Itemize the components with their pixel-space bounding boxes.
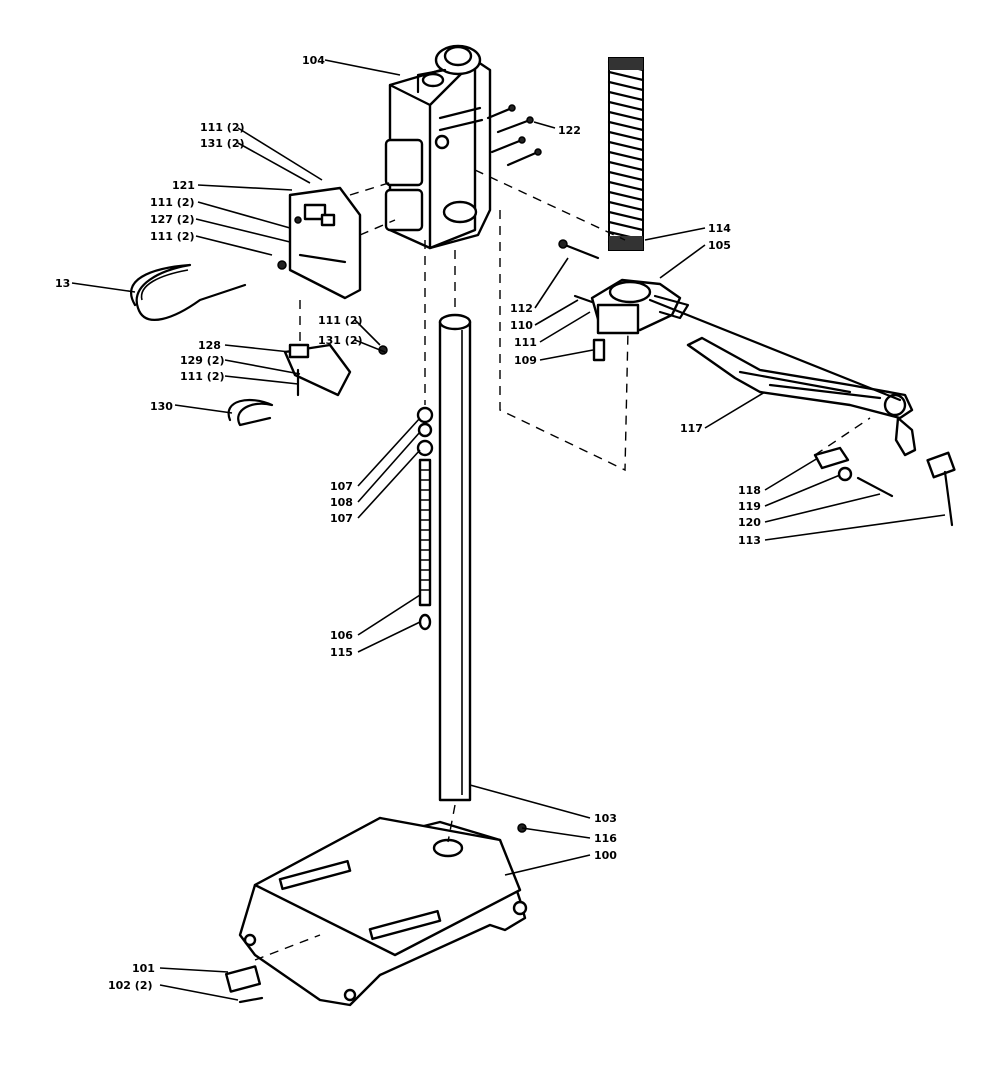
label-129-2: 129 (2) (180, 354, 225, 367)
label-111-2: 111 (2) (150, 230, 195, 243)
head-casting (384, 44, 492, 250)
part-labels: 104 122 111 (2) 131 (2) 121 111 (2) 127 … (55, 54, 761, 992)
label-115: 115 (330, 646, 353, 659)
label-128: 128 (198, 339, 221, 352)
label-112: 112 (510, 302, 533, 315)
label-131-2: 131 (2) (200, 137, 245, 150)
label-114: 114 (708, 222, 731, 235)
bracket-plate (277, 186, 362, 300)
label-118: 118 (738, 484, 761, 497)
label-111-2: 111 (2) (200, 121, 245, 134)
label-116: 116 (594, 832, 617, 845)
label-101: 101 (132, 962, 155, 975)
label-122: 122 (558, 124, 581, 137)
label-111-2: 111 (2) (150, 196, 195, 209)
label-111: 111 (514, 336, 537, 349)
base (224, 816, 528, 1007)
label-127-2: 127 (2) (150, 213, 195, 226)
feed-handle (648, 298, 917, 457)
label-131-2: 131 (2) (318, 334, 363, 347)
column (438, 313, 472, 802)
label-120: 120 (738, 516, 761, 529)
carriage-small-parts (558, 239, 606, 362)
label-113: 113 (738, 534, 761, 547)
label-106: 106 (330, 629, 353, 642)
label-102-2: 102 (2) (108, 979, 153, 992)
switch-bracket (283, 343, 388, 397)
label-111-2: 111 (2) (180, 370, 225, 383)
label-119: 119 (738, 500, 761, 513)
label-130: 130 (150, 400, 173, 413)
label-108: 108 (330, 496, 353, 509)
leader-lines (71, 59, 946, 1001)
label-110: 110 (510, 319, 533, 332)
label-121: 121 (172, 179, 195, 192)
label-100: 100 (594, 849, 617, 862)
label-105: 105 (708, 239, 731, 252)
carriage (590, 278, 690, 335)
wire (227, 398, 274, 427)
label-109: 109 (514, 354, 537, 367)
label-13: 13 (55, 277, 70, 290)
label-104: 104 (302, 54, 325, 67)
power-cord (129, 263, 247, 321)
label-117: 117 (680, 422, 703, 435)
handle-hardware (813, 446, 956, 527)
label-103: 103 (594, 812, 617, 825)
rack-and-washers (416, 406, 434, 631)
label-111-2: 111 (2) (318, 314, 363, 327)
label-107: 107 (330, 480, 353, 493)
label-107: 107 (330, 512, 353, 525)
screws-122 (486, 104, 542, 167)
spring (607, 57, 645, 251)
assembly-lines (254, 169, 871, 961)
